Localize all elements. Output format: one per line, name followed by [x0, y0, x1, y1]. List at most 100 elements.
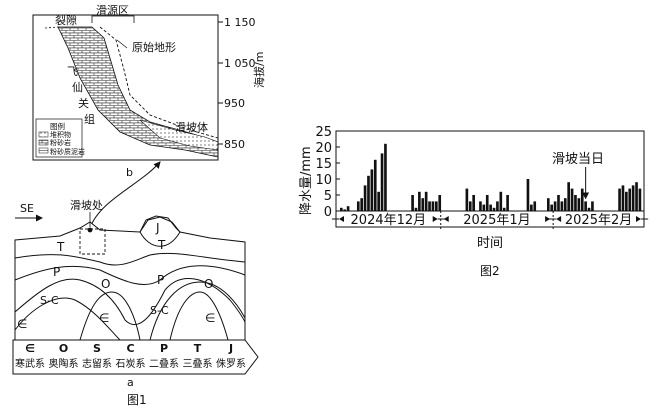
y-tick-label: 10 [315, 173, 332, 188]
elev-axis-label: 海拔/m [252, 52, 266, 88]
precip-bar [526, 179, 530, 211]
age-name: 奥陶系 [49, 357, 79, 370]
month-arrow [432, 216, 438, 222]
precip-bar [428, 201, 431, 211]
stratum-line-6 [169, 291, 229, 341]
precip-bar [567, 182, 570, 211]
precip-bar [631, 185, 635, 211]
precip-bar [377, 191, 380, 211]
y-tick-label: 5 [324, 189, 332, 204]
stratum-label-SC-left: S-C [40, 294, 59, 307]
precip-bar [570, 188, 574, 211]
age-name: 侏罗系 [216, 358, 246, 370]
precip-bar [546, 198, 550, 211]
elev-tick-850: 850 [224, 138, 245, 151]
precip-bar [468, 201, 472, 211]
month-arrow [556, 216, 562, 222]
precip-bar [496, 201, 499, 211]
stratum-line-8 [139, 231, 181, 247]
figure1-caption: 图1 [127, 393, 147, 407]
panel-b-legend: 图例 堆积物 粉砂岩 粉砂质泥岩 [35, 118, 85, 158]
precip-bar [472, 195, 475, 211]
stratum-line-7 [149, 281, 246, 341]
legend-item-mudstone: 粉砂质泥岩 [50, 147, 85, 156]
chart-ylabel: 降水量/mm [299, 146, 314, 215]
precip-bar [574, 195, 577, 211]
stratum-line-4 [14, 297, 121, 341]
month-arrow [443, 216, 449, 222]
chart-xlabel: 时间 [477, 236, 503, 251]
precip-bar [530, 204, 533, 211]
age-symbol: O [59, 342, 68, 355]
formation-char-1: 飞 [67, 65, 78, 78]
age-symbol: C [126, 342, 134, 355]
precip-bar [340, 207, 343, 211]
age-symbol: S [93, 342, 101, 355]
formation-char-2: 仙 [72, 81, 83, 94]
precip-bar [373, 159, 377, 211]
precip-bar [550, 204, 554, 211]
precip-bar [553, 201, 557, 211]
stratum-label-T-left: T [56, 240, 65, 254]
precip-bar [424, 191, 428, 211]
precip-bar [431, 201, 435, 211]
precip-bar [360, 198, 364, 211]
stratum-label-P-right: P [157, 273, 164, 287]
elevation-axis: 1 150 1 050 950 850 海拔/m [217, 15, 266, 160]
precip-bar [591, 201, 594, 211]
stratum-label-J: J [155, 221, 160, 235]
stratum-label-cambrian-right: ∈ [205, 311, 215, 325]
source-area-bracket [91, 15, 135, 23]
age-name: 志留系 [82, 357, 112, 370]
source-area-label: 滑源区 [96, 3, 129, 17]
precip-bar [580, 188, 584, 211]
zoom-connector-arrow [89, 161, 161, 229]
elev-tick-1050: 1 050 [224, 57, 256, 70]
age-legend-arrow [12, 339, 259, 375]
age-symbol: J [228, 342, 233, 355]
precip-bar [356, 201, 360, 211]
precip-bar [485, 195, 489, 211]
precip-bar [438, 195, 442, 211]
original-terrain-leader [116, 39, 128, 49]
crack-line [44, 26, 59, 29]
elev-tick-1150: 1 150 [224, 16, 256, 29]
y-tick-label: 20 [315, 141, 332, 156]
precip-bar [584, 201, 587, 211]
stratum-label-SC-right: S-C [150, 304, 169, 317]
stratum-label-T-right: T [157, 238, 166, 252]
precip-bar [557, 195, 560, 211]
precip-bar [346, 206, 350, 211]
legend-item-siltstone: 粉砂岩 [50, 138, 71, 147]
precip-bar [411, 195, 414, 211]
month-label: 2025年2月 [565, 213, 632, 228]
panel-b-label: b [126, 166, 133, 179]
age-symbol: ∈ [25, 342, 35, 355]
stratum-label-P-left: P [53, 265, 60, 279]
month-arrow [545, 216, 551, 222]
precip-bar [384, 143, 387, 211]
precip-bar [414, 207, 418, 211]
precip-bar [380, 153, 384, 211]
landslide-site-marker [87, 227, 93, 233]
stratum-label-cambrian-mid: ∈ [99, 311, 109, 325]
stratum-line-1 [14, 252, 246, 266]
month-arrow [339, 216, 344, 222]
age-symbol: T [194, 342, 202, 355]
precip-bar [482, 204, 486, 211]
legend-title: 图例 [50, 121, 65, 131]
precip-bar [489, 204, 492, 211]
formation-char-3: 关 [78, 96, 89, 110]
precip-bar [343, 209, 347, 211]
landslide-body-label: 滑坡体 [175, 120, 208, 134]
original-terrain-label: 原始地形 [132, 40, 176, 54]
precip-bar [367, 175, 370, 211]
y-tick-label: 15 [315, 157, 332, 172]
precip-bar [577, 198, 581, 211]
precip-bar [635, 182, 638, 211]
age-name: 寒武系 [15, 357, 45, 370]
figure1-panel-b: 滑源区 裂隙 原始地形 飞 仙 关 组 滑坡体 图例 堆积物 粉砂岩 粉砂质泥岩 [32, 3, 266, 179]
